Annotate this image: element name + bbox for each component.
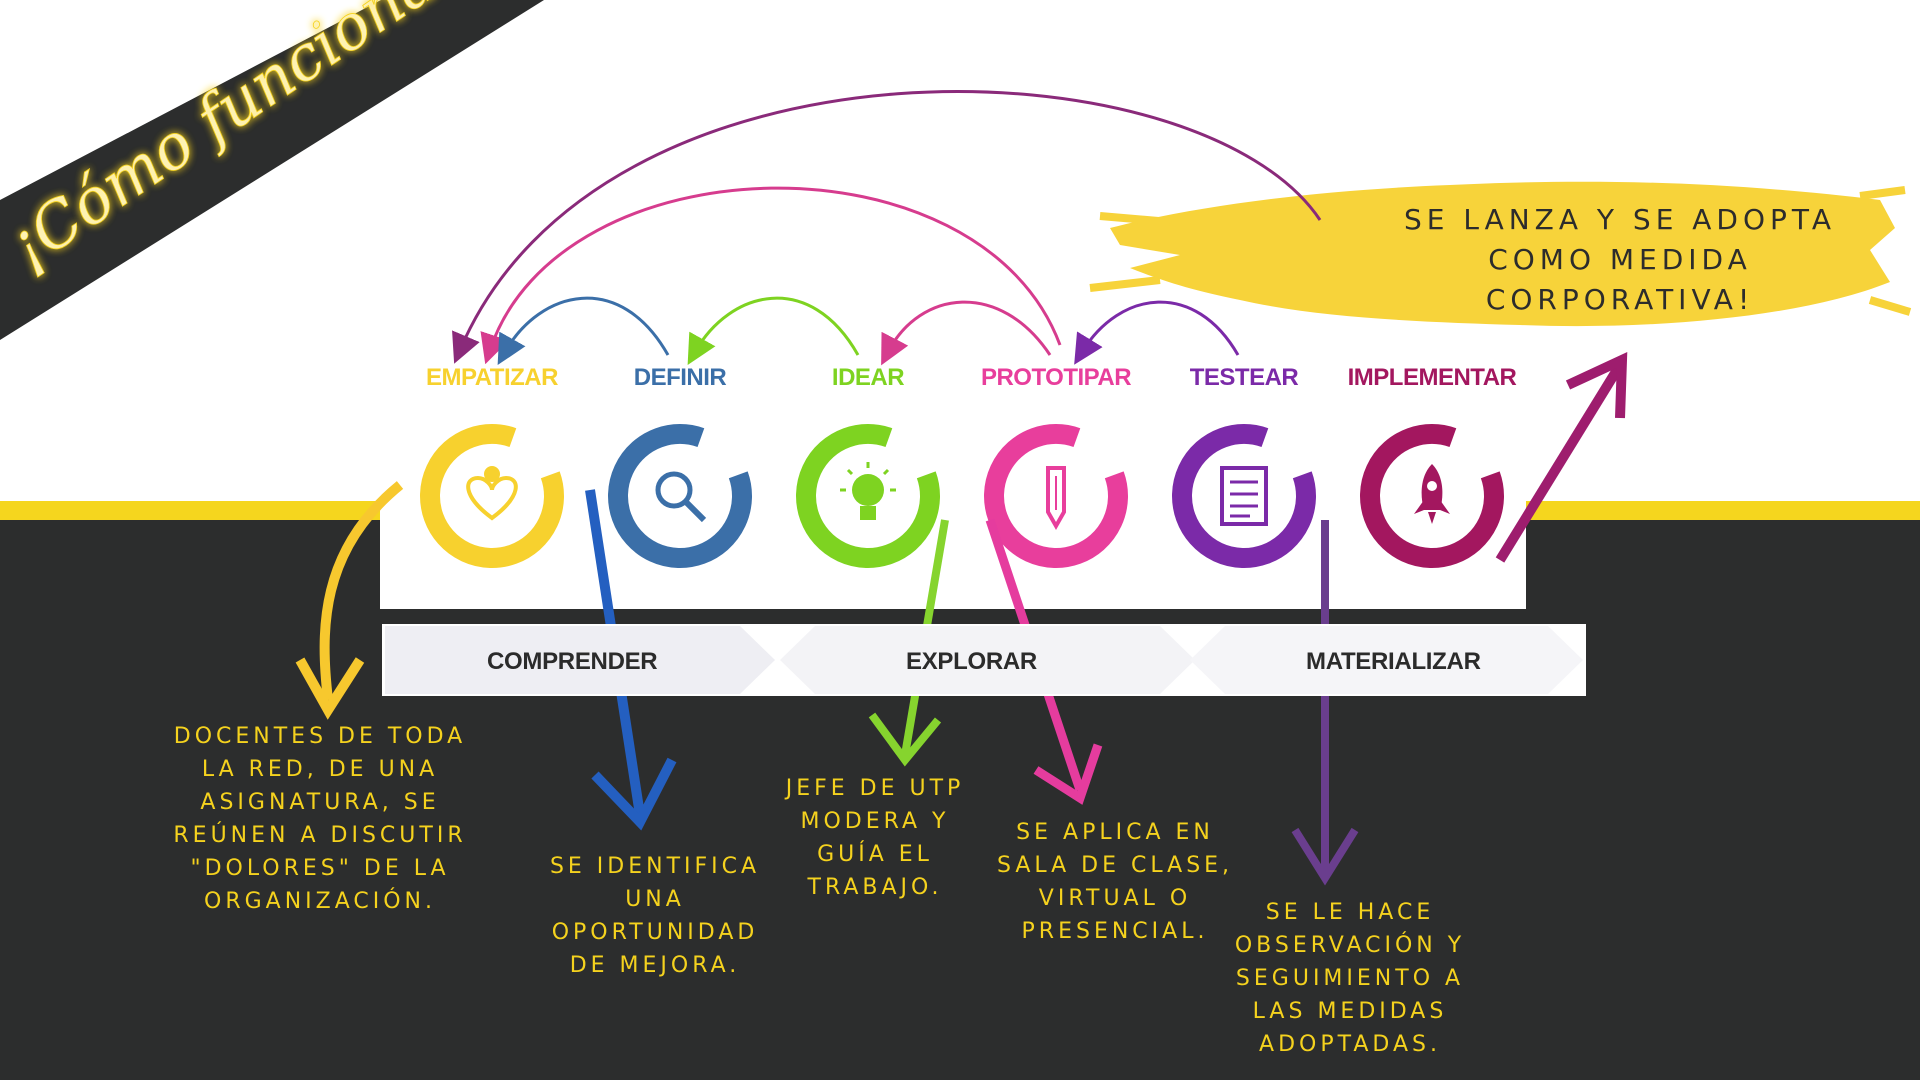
checklist-icon xyxy=(1220,466,1268,526)
stage-label-idear: IDEAR xyxy=(831,364,905,391)
phase-comprender: COMPRENDER xyxy=(487,648,658,675)
stage-ring-definir xyxy=(608,424,752,568)
banner-graphic: ¡Cómo funciona! xyxy=(0,0,544,340)
stage-label-definir: DEFINIR xyxy=(633,364,727,391)
feedback-arc-prototipar-empatizar xyxy=(480,186,1062,365)
stages-panel xyxy=(380,335,1526,609)
stage-ring-empatizar xyxy=(420,424,564,568)
pencil-icon xyxy=(1046,466,1066,531)
arrowhead-idear xyxy=(868,712,942,767)
feedback-arc-prototipar xyxy=(881,300,1052,366)
stage-label-prototipar: PROTOTIPAR xyxy=(980,364,1132,391)
note-prototipar: SE APLICA EN SALA DE CLASE, VIRTUAL O PR… xyxy=(996,820,1234,944)
note-idear: JEFE DE UTP MODERA Y GUÍA EL TRABAJO. xyxy=(785,776,965,900)
stage-ring-testear xyxy=(1172,424,1316,568)
feedback-arc-testear xyxy=(1074,300,1240,365)
arrowhead-prototipar xyxy=(1033,743,1103,805)
note-testear: SE LE HACE OBSERVACIÓN Y SEGUIMIENTO A L… xyxy=(1234,900,1466,1057)
arrowhead-definir xyxy=(591,757,677,831)
arrowhead-implementar xyxy=(1565,352,1628,419)
note-definir: SE IDENTIFICA UNA OPORTUNIDAD DE MEJORA. xyxy=(549,854,761,978)
note-empatizar: DOCENTES DE TODA LA RED, DE UNA ASIGNATU… xyxy=(173,724,467,914)
arrowhead-testear xyxy=(1291,827,1359,886)
phase-materializar: MATERIALIZAR xyxy=(1306,648,1481,675)
feedback-arc-implementar xyxy=(452,90,1322,364)
stage-label-empatizar: EMPATIZAR xyxy=(426,364,558,391)
arrowhead-empatizar xyxy=(295,657,365,720)
callout-text: SE LANZA Y SE ADOPTA COMO MEDIDA CORPORA… xyxy=(1403,203,1837,316)
feedback-arc-definir xyxy=(497,296,670,366)
arrow-empatizar-note xyxy=(319,481,404,701)
magnifier-icon xyxy=(655,471,707,523)
stage-label-testear: TESTEAR xyxy=(1189,364,1299,391)
rocket-icon xyxy=(1414,464,1450,524)
lightbulb-icon xyxy=(840,462,896,520)
dark-background-band xyxy=(0,520,1920,1080)
stage-label-implementar: IMPLEMENTAR xyxy=(1347,364,1517,391)
arrow-implementar-callout xyxy=(1495,362,1625,563)
phase-explorar: EXPLORAR xyxy=(906,648,1037,675)
heart-person-icon xyxy=(466,466,518,521)
feedback-arc-idear xyxy=(687,296,860,366)
